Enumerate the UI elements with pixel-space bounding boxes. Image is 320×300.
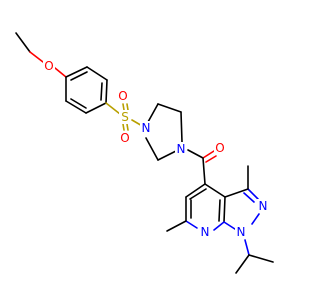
bond-pz-1 — [224, 188, 249, 198]
bond-pip-1 — [147, 103, 159, 123]
atom-n1-label: N — [237, 225, 246, 239]
bond-pz-3 — [251, 213, 260, 225]
bond-py-5 — [223, 196, 226, 223]
atom-o-s-bottom: O — [119, 131, 131, 145]
bond-benz-1 — [65, 66, 88, 78]
atom-n-pip-right-label: N — [177, 142, 186, 156]
bond-n-carbonyl — [187, 149, 204, 159]
bond-pz-2-a — [247, 188, 259, 200]
atom-n-pyridine: N — [199, 225, 211, 239]
bond-co-b — [205, 155, 217, 163]
bond-o-aryl — [54, 67, 67, 78]
bond-co-a — [202, 150, 215, 159]
bond-n-ipr — [244, 239, 250, 256]
bond-benz-4 — [85, 102, 107, 114]
molecule-diagram: O S O O N N O N — [15, 32, 274, 274]
bond-benz-5 — [65, 100, 87, 114]
bond-ch3-ch2 — [15, 32, 31, 53]
atom-o-s-top: O — [117, 89, 129, 103]
atom-n-pip-left-label: N — [142, 121, 151, 135]
bond-pip-2 — [157, 103, 182, 113]
bond-aryl-s — [105, 102, 121, 115]
atom-n-pip-right: N — [175, 142, 187, 156]
bond-benz-db-3 — [70, 98, 87, 109]
atom-n-pyridine-label: N — [201, 225, 210, 239]
bond-pip-5 — [145, 137, 159, 161]
bond-py-db-2 — [218, 199, 221, 222]
bond-s-o-bottom-b — [126, 123, 129, 131]
bond-ipr-me1 — [235, 254, 250, 274]
bond-s-o-top-a — [122, 103, 125, 111]
atom-n1: N — [235, 225, 247, 239]
bonds — [15, 32, 274, 274]
atom-n-pip-left: N — [140, 121, 152, 135]
bond-methyl-6 — [166, 220, 187, 232]
atom-o-ether: O — [43, 59, 55, 73]
bond-py-1 — [185, 183, 206, 198]
atom-n2: N — [257, 199, 269, 213]
bond-ch2-o — [29, 51, 44, 63]
bond-ipr-me2 — [248, 254, 274, 263]
bond-carbonyl-c4 — [202, 157, 206, 185]
bond-s-o-top-b — [126, 103, 129, 111]
atom-labels: O S O O N N O N — [43, 59, 269, 239]
atom-o-s-top-label: O — [118, 89, 127, 103]
atom-o-ether-label: O — [44, 59, 53, 73]
bond-py-db-3 — [189, 188, 207, 200]
bond-py-6 — [204, 183, 226, 198]
bond-py-4 — [213, 221, 225, 231]
bond-benz-3 — [105, 79, 108, 104]
bond-pz-2-b — [243, 192, 255, 203]
bond-benz-2 — [86, 66, 108, 81]
structure-svg: O S O O N N O N — [15, 32, 274, 274]
bond-py-3 — [185, 220, 198, 229]
atom-n2-label: N — [259, 199, 268, 213]
bond-pip-3 — [180, 111, 183, 143]
bond-s-o-bottom-a — [122, 123, 125, 131]
atom-o-carbonyl: O — [214, 141, 226, 155]
bond-pip-4 — [157, 150, 177, 161]
atom-s-label: S — [121, 110, 129, 124]
bond-benz-db-1 — [70, 71, 88, 81]
atom-o-s-bottom-label: O — [120, 131, 129, 145]
atom-s: S — [119, 110, 131, 124]
atom-o-carbonyl-label: O — [215, 141, 224, 155]
bond-benz-db-2 — [100, 82, 103, 101]
